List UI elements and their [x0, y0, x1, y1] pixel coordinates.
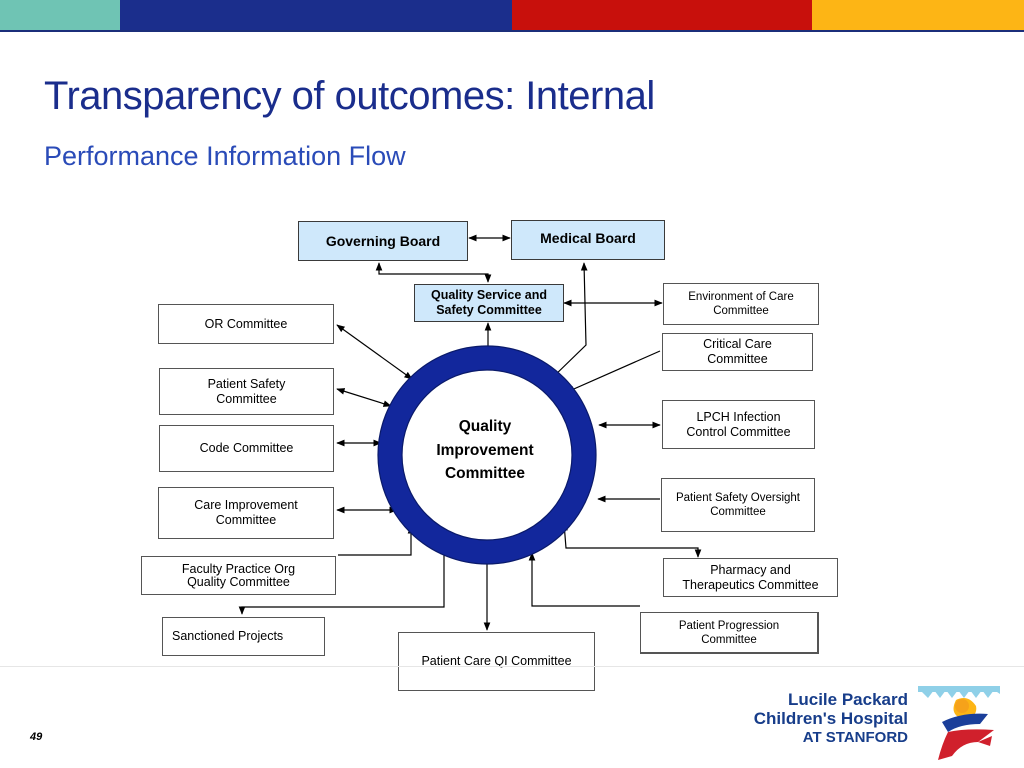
sanctioned-projects-box: Sanctioned Projects: [162, 617, 325, 656]
critical-care-committee-box: Critical Care Committee: [662, 333, 813, 371]
page-number: 49: [30, 731, 43, 743]
code-committee-box: Code Committee: [159, 425, 334, 472]
hospital-logo-text: Lucile Packard Children's Hospital AT ST…: [736, 690, 908, 747]
hospital-logo-icon: [918, 686, 1000, 760]
top-divider: [0, 30, 1024, 32]
connector-quality-service-governing: [375, 262, 492, 283]
patient-safety-committee-box: Patient Safety Committee: [159, 368, 334, 415]
connector-patient-safety-center: [336, 388, 392, 407]
stripe-navy: [120, 0, 512, 30]
pharmacy-therapeutics-box: Pharmacy and Therapeutics Committee: [663, 558, 838, 597]
patient-safety-oversight-box: Patient Safety Oversight Committee: [661, 478, 815, 532]
connector-sanctioned-center: [238, 546, 448, 615]
governing-board-box: Governing Board: [298, 221, 468, 261]
slide-title: Transparency of outcomes: Internal: [44, 74, 655, 118]
logo-line-3: AT STANFORD: [802, 729, 908, 746]
connector-or-center: [336, 324, 413, 380]
top-color-stripe: [0, 0, 1024, 30]
stripe-teal: [0, 0, 120, 30]
care-improvement-committee-box: Care Improvement Committee: [158, 487, 334, 539]
lpch-infection-control-box: LPCH Infection Control Committee: [662, 400, 815, 449]
stripe-gold: [812, 0, 1024, 30]
patient-care-qi-committee-box: Patient Care QI Committee: [398, 632, 595, 691]
stripe-red: [512, 0, 812, 30]
environment-of-care-box: Environment of Care Committee: [663, 283, 819, 325]
footer-divider: [0, 666, 1024, 667]
connector-medical-center: [549, 262, 588, 381]
logo-line-2: Children's Hospital: [753, 709, 908, 728]
faculty-practice-quality-box: Faculty Practice Org Quality Committee: [141, 556, 336, 595]
connector-faculty-center: [338, 525, 415, 556]
connector-critical-care-center: [566, 350, 661, 393]
logo-line-1: Lucile Packard: [787, 690, 908, 709]
or-committee-box: OR Committee: [158, 304, 334, 344]
medical-board-box: Medical Board: [511, 220, 665, 260]
connector-pharmacy-center: [561, 522, 702, 558]
connector-progression-center: [528, 552, 640, 607]
qi-committee-ring: [378, 346, 596, 564]
patient-progression-box: Patient Progression Committee: [640, 612, 819, 654]
quality-service-safety-box: Quality Service and Safety Committee: [414, 284, 564, 322]
quality-improvement-committee-label: Quality Improvement Committee: [436, 418, 534, 482]
slide-subtitle: Performance Information Flow: [44, 141, 406, 171]
